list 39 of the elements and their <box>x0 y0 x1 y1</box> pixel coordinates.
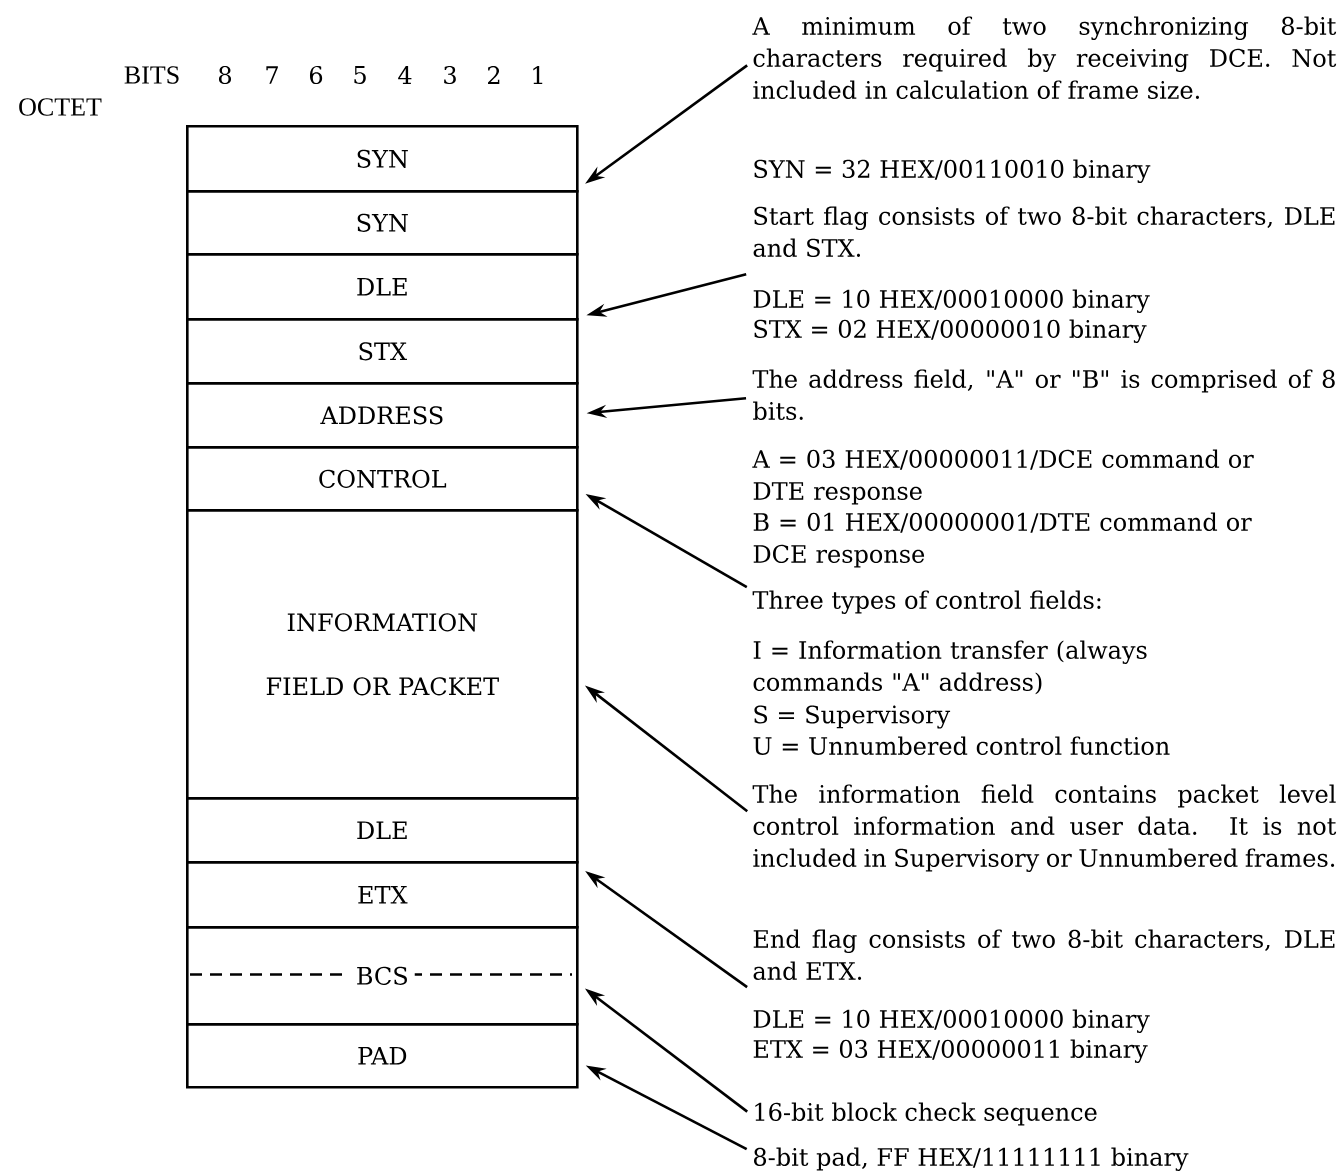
frame-field-box: SYN <box>186 125 579 193</box>
annotation-text: The information field contains packet level control information and user data. It is not included in Supervisory or Unnumbered frames. <box>752 784 1337 872</box>
frame-field-box: ETX <box>186 861 579 929</box>
encoding-note: I = Information transfer (always commands "A" address) <box>753 640 1147 695</box>
bit-number: 3 <box>444 65 456 85</box>
frame-field-box: CONTROL <box>186 446 579 512</box>
annotation-text: Start flag consists of two 8-bit characters, DLE and STX. <box>753 206 1335 257</box>
annotation-text: 8-bit pad, FF HEX/11111111 binary <box>754 1147 1189 1171</box>
frame-field-box: STX <box>186 318 579 385</box>
annotation-text: A minimum of two synchronizing 8-bit characters required by receiving DCE. Not included in calculation of frame size. <box>752 16 1337 99</box>
frame-field-box: SYN <box>186 190 579 256</box>
encoding-note: B = 01 HEX/00000001/DTE command or DCE response <box>753 512 1252 568</box>
encoding-note: DLE = 10 HEX/00010000 binary <box>753 289 1150 313</box>
encoding-note: STX = 02 HEX/00000010 binary <box>754 319 1147 343</box>
frame-field-box: BCS <box>186 926 579 1026</box>
column-heading: BITS <box>124 66 179 84</box>
frame-field-box: PAD <box>186 1023 579 1089</box>
bit-number: 6 <box>309 65 323 85</box>
annotation-text: Three types of control fields: <box>752 590 1101 614</box>
annotation-text: End flag consists of two 8-bit characters, DLE and ETX. <box>753 929 1335 980</box>
annotation-text: 16-bit block check sequence <box>755 1102 1097 1126</box>
bit-number: 7 <box>266 66 278 84</box>
frame-field-box: INFORMATION FIELD OR PACKET <box>186 509 579 800</box>
annotation-text: The address field, "A" or "B" is comprised of 8 bits. <box>752 369 1335 420</box>
bit-number: 8 <box>218 65 231 85</box>
encoding-note: DLE = 10 HEX/00010000 binary <box>753 1009 1150 1033</box>
bit-number: 2 <box>488 66 500 84</box>
encoding-note: SYN = 32 HEX/00110010 binary <box>754 159 1151 183</box>
frame-field-box: ADDRESS <box>186 382 579 449</box>
encoding-note: ETX = 03 HEX/00000011 binary <box>753 1039 1148 1063</box>
row-heading: OCTET <box>19 98 102 116</box>
frame-field-box: DLE <box>186 253 579 321</box>
bit-number: 1 <box>533 66 543 84</box>
encoding-note: A = 03 HEX/00000011/DCE command or DTE response <box>752 449 1254 505</box>
encoding-note: U = Unnumbered control function <box>753 736 1170 755</box>
bit-number: 4 <box>398 66 412 84</box>
frame-field-box: DLE <box>186 797 579 864</box>
bit-number: 5 <box>354 66 366 84</box>
encoding-note: S = Supervisory <box>754 705 951 729</box>
